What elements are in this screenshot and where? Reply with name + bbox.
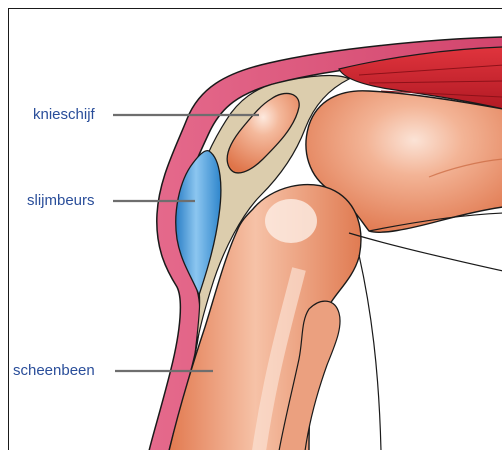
label-kneecap: knieschijf	[33, 106, 95, 124]
knee-anatomy-illustration	[9, 9, 502, 450]
illustration-frame: knieschijf slijmbeurs scheenbeen	[8, 8, 502, 450]
label-bursa: slijmbeurs	[27, 192, 95, 210]
label-shinbone: scheenbeen	[13, 362, 95, 380]
